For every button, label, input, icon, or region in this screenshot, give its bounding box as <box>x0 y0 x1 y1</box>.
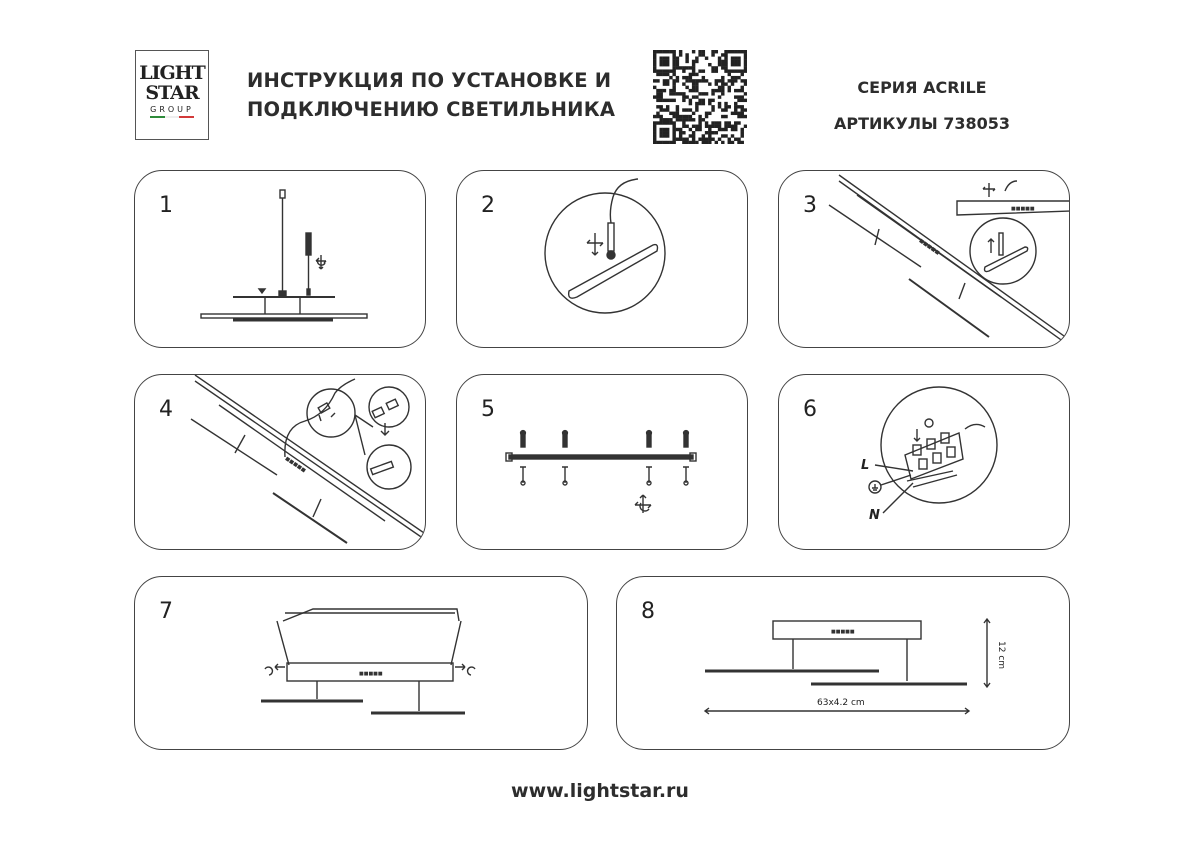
height-dimension: 12 cm <box>996 641 1006 669</box>
step-number: 5 <box>481 397 495 422</box>
title-line-2: ПОДКЛЮЧЕНИЮ СВЕТИЛЬНИКА <box>247 98 616 121</box>
step-number: 2 <box>481 193 495 218</box>
title-line-1: ИНСТРУКЦИЯ ПО УСТАНОВКЕ И <box>247 69 612 92</box>
brand-logo: LIGHT STAR GROUP <box>135 50 209 140</box>
series-info: СЕРИЯ ACRILE АРТИКУЛЫ 738053 <box>817 70 1027 142</box>
step-number: 8 <box>641 599 655 624</box>
logo-line-3: GROUP <box>150 105 194 114</box>
logo-line-1: LIGHT <box>139 62 206 84</box>
step-number: 3 <box>803 193 817 218</box>
bracket-detail-illustration <box>544 178 666 314</box>
terminal-block-illustration: L N <box>861 386 998 523</box>
step-7-panel: 7 ■■■■■ <box>134 576 588 750</box>
dimensions-illustration: ■■■■■ 12 cm 63x4.2 cm <box>703 617 1006 715</box>
step-8-panel: 8 ■■■■■ 12 cm 63x4.2 cm <box>616 576 1070 750</box>
step-6-panel: 6 L N <box>778 374 1070 550</box>
step-1-panel: 1 <box>134 170 426 348</box>
wire-connection-illustration: ■■■■■ <box>190 375 425 544</box>
article-numbers: АРТИКУЛЫ 738053 <box>833 114 1011 133</box>
logo-flag <box>150 116 195 118</box>
step-number: 6 <box>803 397 817 422</box>
logo-line-2: STAR <box>145 82 199 104</box>
website-url[interactable]: www.lightstar.ru <box>511 780 689 802</box>
fixing-to-ceiling-illustration: ■■■■■ ■■■■■ <box>828 174 1069 347</box>
step-number: 1 <box>159 193 173 218</box>
size-dimension: 63x4.2 cm <box>817 698 865 708</box>
document-title: ИНСТРУКЦИЯ ПО УСТАНОВКЕ И ПОДКЛЮЧЕНИЮ СВ… <box>247 66 615 124</box>
ceiling-mount-illustration <box>200 189 368 322</box>
svg-text:■■■■■: ■■■■■ <box>1011 206 1035 212</box>
step-number: 7 <box>159 599 173 624</box>
step-3-panel: 3 ■■■■■ ■■■■■ <box>778 170 1070 348</box>
mounting-bar-screws-illustration <box>505 429 697 513</box>
svg-text:■■■■■: ■■■■■ <box>918 238 941 257</box>
step-number: 4 <box>159 397 173 422</box>
step-4-panel: 4 ■■■■■ <box>134 374 426 550</box>
qr-code-icon <box>653 50 747 144</box>
step-2-panel: 2 <box>456 170 748 348</box>
live-wire-label: L <box>861 458 869 473</box>
step-5-panel: 5 <box>456 374 748 550</box>
series-name: СЕРИЯ ACRILE <box>857 78 987 97</box>
lamp-assembly-illustration: ■■■■■ <box>261 608 476 715</box>
svg-text:■■■■■: ■■■■■ <box>359 671 383 677</box>
neutral-wire-label: N <box>869 508 880 523</box>
svg-text:■■■■■: ■■■■■ <box>831 629 855 635</box>
